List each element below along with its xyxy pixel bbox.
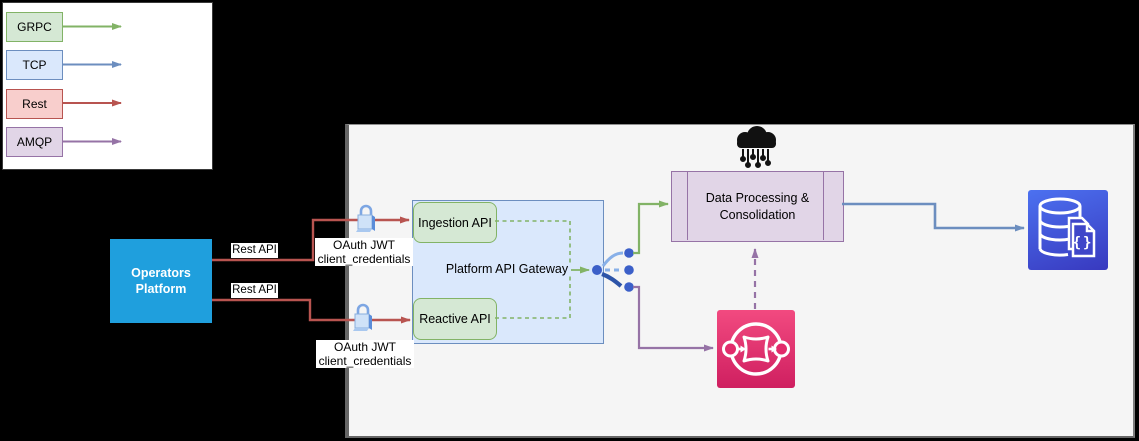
reactive-api-node: Reactive API	[413, 298, 497, 340]
data-processing-divider-left	[687, 171, 688, 240]
documentdb-braces-glyph: {}	[1073, 235, 1094, 251]
legend-label-amqp: AMQP	[16, 135, 53, 149]
oauth-label-upper: OAuth JWT client_credentials	[315, 238, 413, 266]
reactive-api-label: Reactive API	[419, 312, 491, 326]
legend-label-grpc: GRPC	[17, 20, 52, 34]
cloud-computing-icon	[737, 126, 776, 168]
oauth-label-lower-line2: client_credentials	[318, 354, 412, 368]
database-glyph: {}	[1038, 197, 1096, 258]
legend-chip-tcp: TCP	[6, 50, 63, 80]
rest-api-label-upper: Rest API	[231, 243, 278, 258]
event-bus-glyph	[722, 322, 790, 376]
rest-api-label-lower: Rest API	[231, 283, 278, 298]
data-processing-divider-right	[823, 171, 824, 240]
document-database-icon: {}	[1028, 190, 1108, 270]
platform-api-gateway-label: Platform API Gateway	[445, 262, 569, 276]
legend-label-tcp: TCP	[22, 58, 47, 72]
oauth-label-upper-line1: OAuth JWT	[332, 238, 395, 252]
legend-chip-grpc: GRPC	[6, 12, 63, 42]
ingestion-api-node: Ingestion API	[413, 202, 497, 243]
legend-label-rest: Rest	[22, 97, 47, 111]
oauth-lock-icon-lower	[353, 303, 372, 331]
oauth-label-lower-line1: OAuth JWT	[333, 340, 396, 354]
legend-chip-rest: Rest	[6, 89, 63, 119]
operators-platform-label: Operators Platform	[131, 265, 191, 296]
data-processing-label: Data Processing & Consolidation	[705, 191, 810, 222]
oauth-label-lower: OAuth JWT client_credentials	[316, 340, 414, 368]
oauth-lock-icon-upper	[356, 204, 375, 232]
operators-platform-node: Operators Platform	[110, 239, 212, 323]
legend-chip-amqp: AMQP	[6, 127, 63, 157]
data-processing-node: Data Processing & Consolidation	[671, 171, 844, 242]
eventbridge-icon	[717, 310, 795, 388]
ingestion-api-label: Ingestion API	[418, 215, 492, 230]
oauth-label-upper-line2: client_credentials	[317, 252, 411, 266]
